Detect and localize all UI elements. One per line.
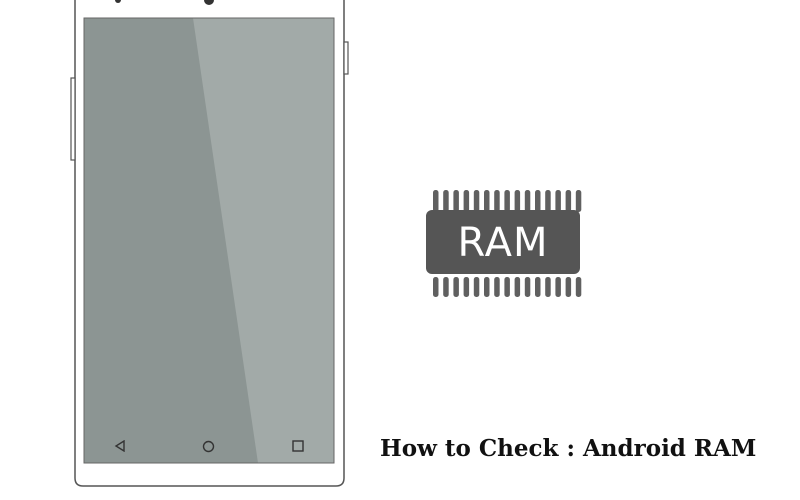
chip-pin <box>453 277 459 297</box>
chip-pin <box>433 277 439 297</box>
chip-pin <box>565 277 572 297</box>
chip-pin <box>463 277 470 297</box>
sensor-dot <box>115 0 121 3</box>
chip-pin <box>535 277 541 297</box>
ram-chip-icon <box>426 190 582 297</box>
ram-label: RAM <box>457 220 549 266</box>
chip-pin <box>473 277 480 297</box>
home-circle-icon[interactable] <box>202 440 215 453</box>
chip-pin <box>514 277 521 297</box>
chip-pin <box>473 190 480 212</box>
chip-pin <box>484 277 490 297</box>
chip-pin <box>484 190 490 212</box>
chip-pin <box>504 190 510 212</box>
back-triangle-icon[interactable] <box>114 440 126 452</box>
chip-pin <box>514 190 521 212</box>
chip-pin <box>555 190 561 212</box>
chip-pin <box>535 190 541 212</box>
chip-body <box>426 210 580 274</box>
chip-pins <box>433 190 582 297</box>
phone-screen <box>84 18 334 463</box>
chip-pin <box>545 190 551 212</box>
chip-pin <box>443 277 449 297</box>
chip-pin <box>575 277 582 297</box>
chip-pin <box>524 277 531 297</box>
chip-pin <box>545 277 551 297</box>
recent-apps-square-icon[interactable] <box>292 440 304 452</box>
chip-pin <box>524 190 531 212</box>
chip-pin <box>494 277 500 297</box>
front-camera-icon <box>204 0 214 5</box>
chip-pin <box>565 190 572 212</box>
chip-pin <box>504 277 510 297</box>
chip-pin <box>494 190 500 212</box>
chip-pin <box>555 277 561 297</box>
chip-pin <box>453 190 459 212</box>
chip-pin <box>575 190 582 212</box>
side-button <box>70 77 76 161</box>
page-title: How to Check : Android RAM <box>380 435 757 462</box>
chip-pin <box>433 190 439 212</box>
side-button <box>343 41 349 75</box>
chip-pin <box>463 190 470 212</box>
chip-pin <box>443 190 449 212</box>
